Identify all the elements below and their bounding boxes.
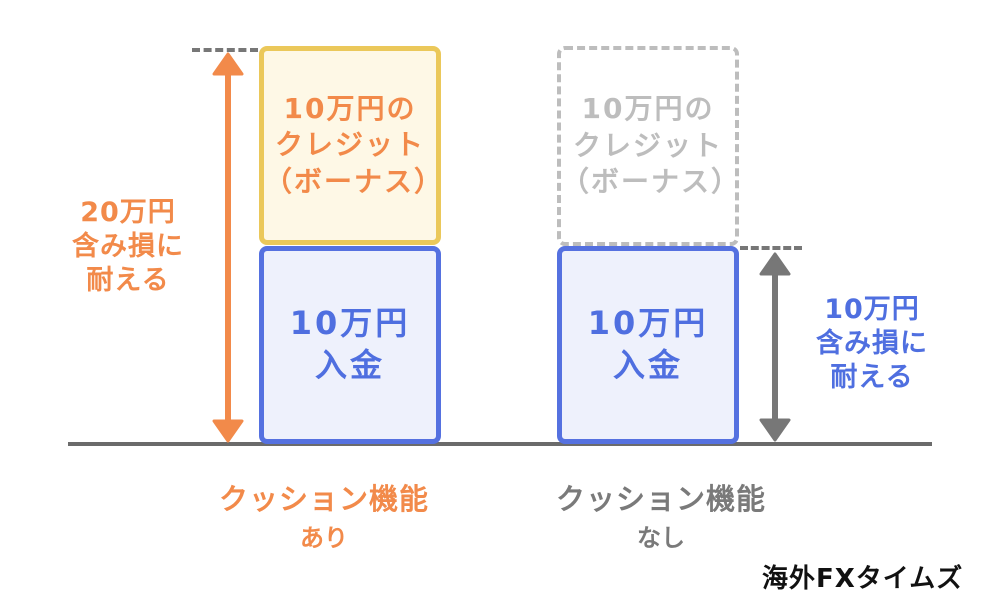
tolerance-line: 20万円: [80, 197, 176, 228]
deposit-line: 10万円: [587, 304, 709, 343]
credit-line: （ボーナス）: [561, 165, 742, 199]
tolerance-text-left: 20万円 含み損に 耐える: [48, 196, 208, 297]
tolerance-line: 含み損に: [816, 327, 928, 359]
tolerance-line: 10万円: [824, 294, 920, 325]
tolerance-line: 含み損に: [72, 230, 184, 262]
watermark-logo: 海外FXタイムズ: [762, 564, 964, 594]
top-dashed-line-left: [192, 48, 258, 52]
cushion-label-left: クッション機能: [218, 482, 429, 516]
deposit-box-right: 10万円 入金: [557, 246, 739, 444]
cushion-sublabel-right: なし: [637, 524, 685, 552]
credit-line: クレジット: [274, 128, 425, 162]
deposit-line: 入金: [314, 346, 385, 384]
double-arrow-gray-icon: [759, 252, 791, 442]
deposit-box-left: 10万円 入金: [259, 246, 441, 444]
credit-line: 10万円の: [581, 92, 715, 126]
credit-line: （ボーナス）: [264, 164, 445, 198]
credit-bonus-box-right: 10万円の クレジット （ボーナス）: [557, 46, 739, 246]
deposit-line: 入金: [612, 346, 683, 384]
double-arrow-orange-icon: [212, 52, 244, 443]
tolerance-line: 耐える: [86, 264, 170, 296]
credit-bonus-box-left: 10万円の クレジット （ボーナス）: [259, 46, 445, 245]
deposit-line: 10万円: [289, 304, 411, 343]
credit-line: クレジット: [572, 128, 723, 162]
credit-line: 10万円の: [283, 91, 417, 125]
cushion-label-right: クッション機能: [555, 482, 766, 516]
top-dashed-line-right: [740, 246, 802, 250]
tolerance-line: 耐える: [830, 361, 914, 393]
cushion-sublabel-left: あり: [300, 524, 348, 552]
tolerance-text-right: 10万円 含み損に 耐える: [792, 293, 952, 394]
baseline: [68, 442, 932, 446]
